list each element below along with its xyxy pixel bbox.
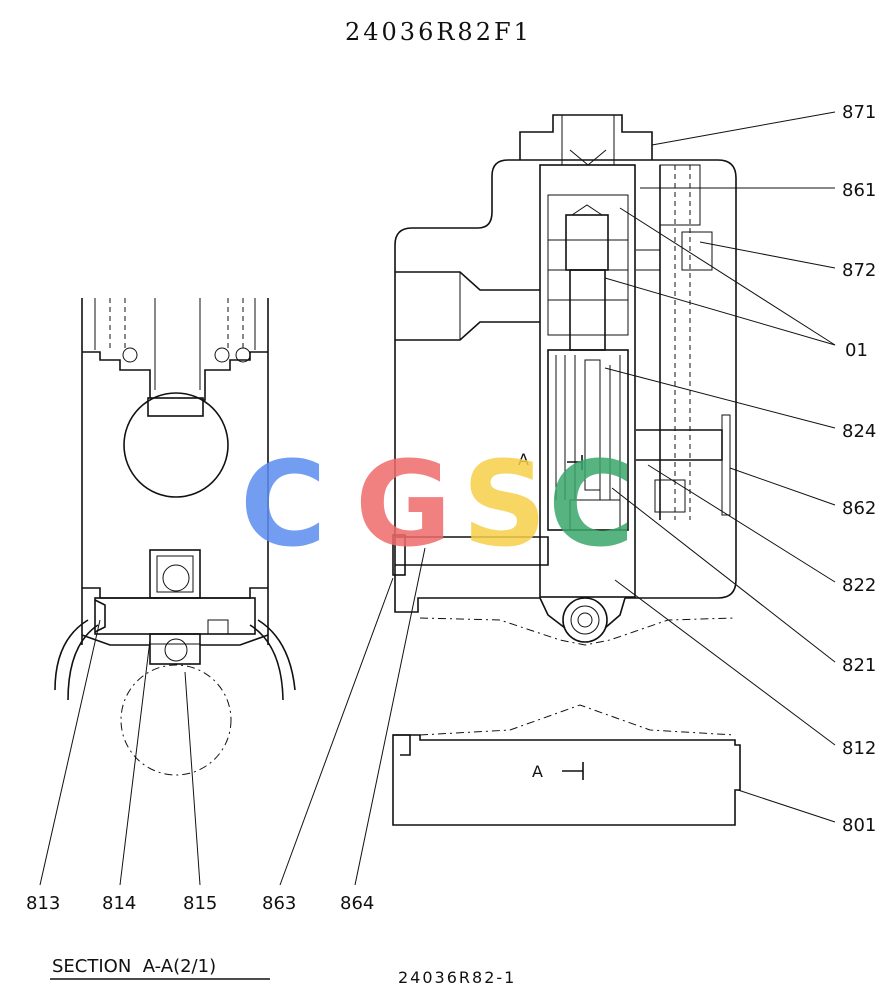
watermark-letter-c1: C — [240, 435, 327, 573]
callout-864: 864 — [340, 893, 374, 914]
drawing-number: 24036R82-1 — [398, 968, 516, 987]
watermark-letter-c2: C — [548, 435, 635, 573]
leader-lines — [39, 111, 836, 886]
section-arrow-upper — [567, 455, 583, 470]
watermark-letter-s: S — [462, 435, 547, 573]
section-mark-upper: A — [518, 450, 529, 469]
callout-813: 813 — [26, 893, 60, 914]
callout-872: 872 — [842, 260, 876, 281]
callout-815: 815 — [183, 893, 217, 914]
drawing-title: 24036R82F1 — [345, 18, 532, 46]
callout-863: 863 — [262, 893, 296, 914]
left-section-view — [54, 298, 296, 776]
callout-871: 871 — [842, 102, 876, 123]
section-caption: SECTION A-A(2/1) — [52, 956, 216, 977]
watermark-letter-g: G — [355, 435, 452, 573]
callout-862: 862 — [842, 498, 876, 519]
callouts-bottom: 813 814 815 863 864 — [26, 893, 374, 914]
callout-822: 822 — [842, 575, 876, 596]
callout-824: 824 — [842, 421, 876, 442]
callout-814: 814 — [102, 893, 136, 914]
callouts-right: 871 861 872 01 824 862 822 821 812 801 — [842, 102, 876, 836]
section-mark-lower: A — [532, 762, 543, 781]
callout-861: 861 — [842, 180, 876, 201]
right-main-view — [392, 114, 737, 646]
callout-821: 821 — [842, 655, 876, 676]
bottom-plate-view — [392, 704, 741, 826]
callout-812: 812 — [842, 738, 876, 759]
callout-801: 801 — [842, 815, 876, 836]
callout-01: 01 — [845, 340, 868, 361]
section-arrow-lower — [562, 762, 584, 780]
cgsc-watermark: C G S C — [240, 435, 635, 573]
